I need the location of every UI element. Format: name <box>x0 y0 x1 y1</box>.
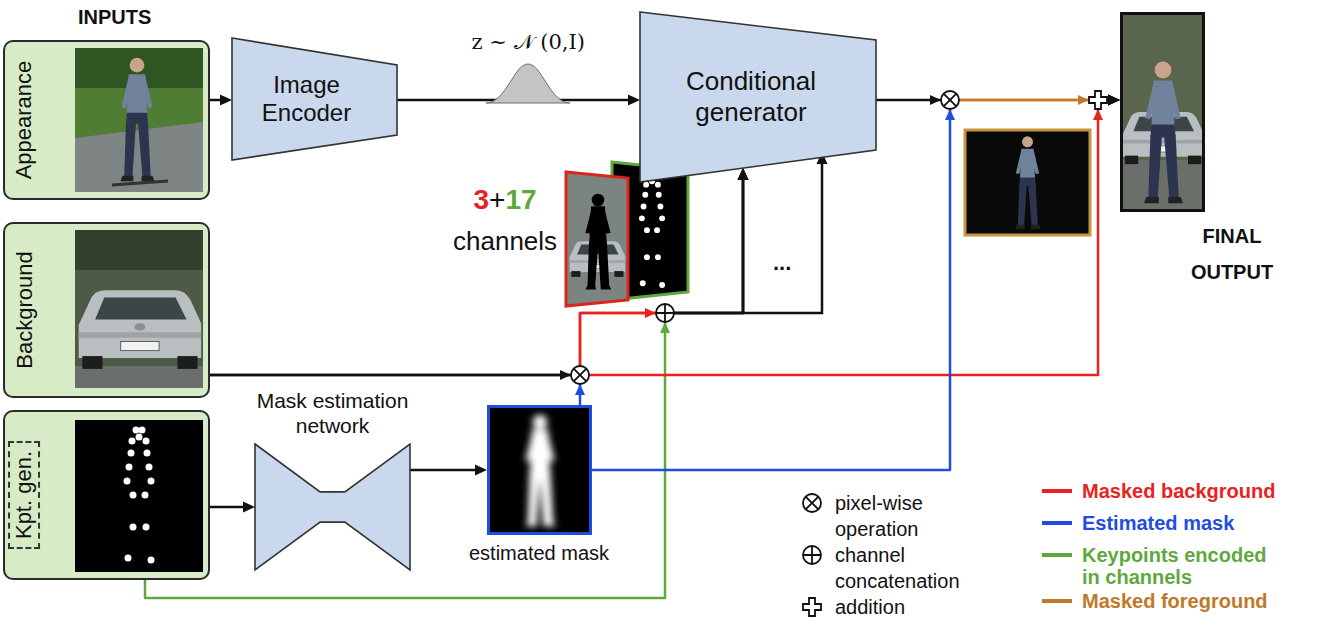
connector <box>210 502 255 513</box>
keypoint-image <box>75 420 203 572</box>
arrowhead <box>243 502 255 513</box>
connector-line <box>145 313 665 598</box>
legend-swatch <box>1042 489 1072 493</box>
pixelwise-operator <box>571 366 589 384</box>
label-text: + <box>489 184 505 215</box>
connector <box>876 95 1120 106</box>
node-outline <box>232 38 397 160</box>
masked-foreground-image <box>965 130 1090 235</box>
encoder-trapezoid: Image Encoder <box>232 38 397 160</box>
channel-images <box>566 162 688 306</box>
input-box-fills <box>3 40 210 580</box>
legend-item: channel concatenation <box>835 542 985 594</box>
arrowhead <box>738 168 749 180</box>
node-outline <box>255 444 410 570</box>
node-text: Image Encoder <box>257 71 357 127</box>
arrowhead <box>220 95 232 106</box>
input-box: Kpt. gen. <box>3 410 210 580</box>
legend-symbols <box>803 494 821 616</box>
node-text: Mask estimation network <box>243 388 423 438</box>
legend-item: pixel-wise operation <box>835 490 985 542</box>
connector-line <box>950 99 1098 102</box>
label-text: ... <box>773 250 791 275</box>
legend-text: Estimated mask <box>1082 512 1234 534</box>
generator-trapezoid: Conditional generator <box>640 12 876 182</box>
connector <box>210 95 232 106</box>
estimated-mask-image <box>487 405 592 535</box>
input-box: Appearance <box>3 40 210 200</box>
legend-item: Masked background <box>1082 480 1275 502</box>
node-text: Conditional generator <box>671 66 831 128</box>
legend-item: Keypoints encoded in channels <box>1082 544 1282 588</box>
connector-line <box>580 313 665 375</box>
label-text: INPUTS <box>78 6 151 28</box>
node-text: Kpt. gen. <box>8 441 40 549</box>
connector-line <box>580 313 665 375</box>
label-text: 3 <box>474 184 490 215</box>
connector-line <box>950 99 1098 102</box>
arrowhead <box>1108 95 1120 106</box>
concat-operator <box>656 304 674 322</box>
legend-swatch <box>1042 599 1072 603</box>
connector-line <box>210 374 580 377</box>
legend-text: Masked foreground <box>1082 590 1268 612</box>
legend-text: channel concatenation <box>835 542 985 594</box>
label-row: 3+17 <box>474 184 537 216</box>
arrowhead <box>738 168 749 180</box>
node-text: Appearance <box>11 61 37 180</box>
node-text: FINAL OUTPUT <box>1182 218 1282 290</box>
input-fill <box>3 410 210 580</box>
arrowhead <box>1108 95 1120 106</box>
output-image-box: FINAL OUTPUT <box>1120 12 1205 212</box>
arrowhead <box>628 95 640 106</box>
legend-text: Keypoints encoded in channels <box>1082 544 1282 588</box>
label-text: channels <box>453 226 557 256</box>
input-fill <box>3 40 210 200</box>
legend-swatch <box>1042 521 1072 525</box>
label-text: 17 <box>505 184 536 215</box>
arrowhead <box>475 465 487 476</box>
legend-text: pixel-wise operation <box>835 490 985 542</box>
mask-network-hourglass: Mask estimation network <box>255 444 410 570</box>
output-photo <box>1120 12 1205 212</box>
label-holder: z ~ 𝒩 (0,I) <box>472 30 585 54</box>
connector <box>145 168 749 598</box>
appearance-photo <box>75 48 203 192</box>
node-outline <box>640 12 876 182</box>
connector <box>410 465 487 476</box>
branch-wire <box>743 163 822 313</box>
mask-image-box: estimated mask <box>487 405 592 535</box>
legend-text: addition <box>835 594 985 620</box>
input-fill <box>3 222 210 398</box>
connector-line <box>210 506 246 509</box>
arrowhead <box>738 168 749 180</box>
input-box: Background <box>3 222 210 398</box>
label-holder: INPUTS <box>78 6 151 29</box>
legend-item: Masked foreground <box>1082 590 1268 612</box>
node-text: estimated mask <box>469 541 609 565</box>
legend-swatch <box>1042 553 1072 557</box>
pixelwise-operator <box>941 91 959 109</box>
gaussian <box>486 64 570 103</box>
arrowhead <box>1108 95 1120 106</box>
node-text: Background <box>11 251 37 368</box>
connector-line <box>210 374 580 377</box>
addition-operator <box>1089 91 1107 109</box>
label-text: z ~ 𝒩 (0,I) <box>472 30 585 54</box>
label-holder: ... <box>773 250 791 276</box>
node-shape <box>255 444 410 570</box>
legend-item: addition <box>835 594 985 620</box>
label-holder: channels <box>453 226 557 257</box>
legend-text: Masked background <box>1082 480 1275 502</box>
legend-item: Estimated mask <box>1082 512 1234 534</box>
background-photo <box>75 230 203 388</box>
connector-line <box>410 469 478 472</box>
